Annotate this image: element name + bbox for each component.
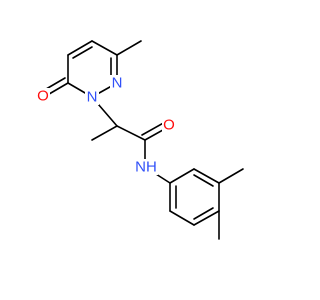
- bond-ring-c5-c4-double: [72, 46, 93, 59]
- atom-labels: N N O O NH: [36, 75, 176, 176]
- bond-aryl-5-6: [193, 168, 220, 184]
- label-bg-amide-nh: [134, 159, 158, 175]
- bond-aryl-methyl-upper: [218, 168, 244, 184]
- bond-aryl-2-3: [169, 210, 195, 226]
- molecule-structure: N N O O NH: [36, 40, 244, 240]
- label-bg-ring-n-upper: [110, 75, 124, 91]
- ring-nitrogen-upper-label: N: [112, 75, 123, 92]
- label-bg-amide-o: [162, 117, 176, 133]
- bond-aryl-3-4: [193, 210, 220, 226]
- bond-ch-methyl: [91, 125, 118, 141]
- label-bg-ring-n-lower: [85, 89, 99, 105]
- bond-aryl-6-1: [169, 168, 195, 184]
- ring-nitrogen-lower-label: N: [87, 89, 98, 106]
- bond-ring-c5-c4: [67, 40, 93, 56]
- bond-aryl-5-6-double: [193, 174, 214, 187]
- bond-ch-carbonyl: [116, 125, 146, 141]
- label-bg-ring-o: [36, 88, 50, 104]
- propanamide-chain: [91, 96, 171, 184]
- amide-nh-label: NH: [135, 159, 157, 176]
- bond-aryl-3-4-double: [193, 207, 214, 220]
- dimethylphenyl-ring: [169, 168, 244, 240]
- amide-oxygen-label: O: [163, 117, 175, 134]
- ring-carbonyl-oxygen-label: O: [37, 88, 49, 105]
- bond-ring-c3-methyl: [116, 40, 142, 56]
- bond-ring-c4-c3: [91, 40, 118, 56]
